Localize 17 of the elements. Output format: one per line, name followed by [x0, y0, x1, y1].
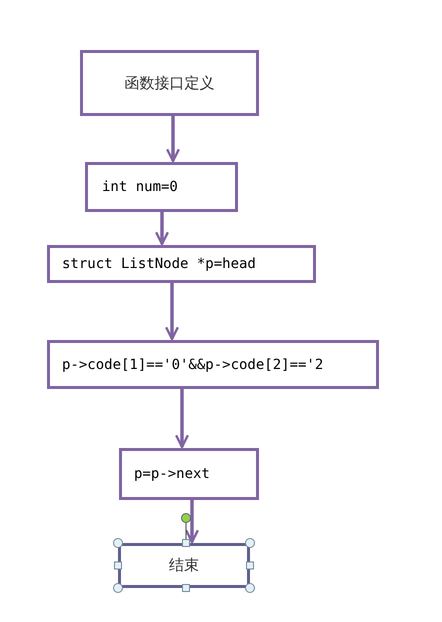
- process-box: [47, 245, 316, 283]
- box-label: int num=0: [102, 179, 178, 195]
- arrow: [166, 116, 180, 162]
- process-box: [118, 543, 250, 588]
- box-label: 结束: [169, 556, 199, 575]
- process-box: [85, 162, 238, 212]
- arrow: [185, 500, 199, 544]
- arrow: [155, 212, 169, 246]
- box-label: 函数接口定义: [124, 74, 214, 92]
- process-box: [47, 340, 379, 389]
- box-label: struct ListNode *p=head: [62, 256, 256, 272]
- process-box: [119, 448, 259, 500]
- arrow: [175, 389, 189, 448]
- box-label: p=p->next: [134, 466, 210, 482]
- arrow: [165, 283, 179, 340]
- process-box: [80, 50, 259, 116]
- box-label: p->code[1]=='0'&&p->code[2]=='2: [62, 356, 324, 372]
